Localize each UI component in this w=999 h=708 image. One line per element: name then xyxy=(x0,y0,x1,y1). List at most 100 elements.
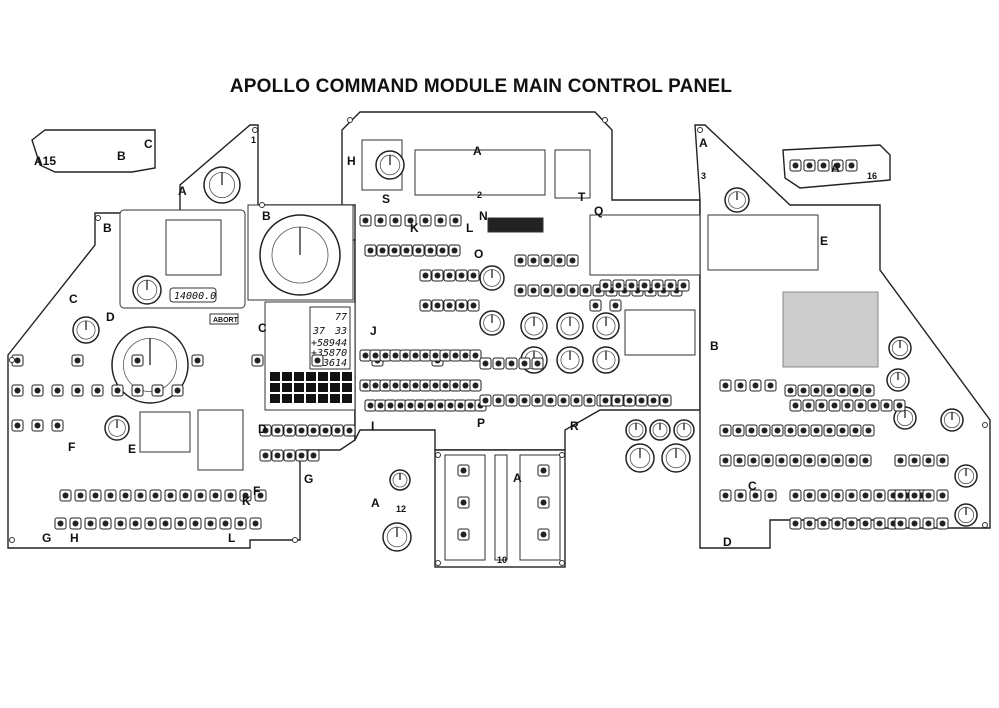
toggle-switch-knob[interactable] xyxy=(521,360,528,367)
toggle-switch-knob[interactable] xyxy=(422,217,429,224)
toggle-switch-knob[interactable] xyxy=(650,397,657,404)
toggle-switch-knob[interactable] xyxy=(806,162,813,169)
toggle-switch-knob[interactable] xyxy=(482,397,489,404)
toggle-switch-knob[interactable] xyxy=(377,217,384,224)
toggle-switch-knob[interactable] xyxy=(805,402,812,409)
toggle-switch-knob[interactable] xyxy=(417,402,424,409)
toggle-switch-knob[interactable] xyxy=(592,302,599,309)
toggle-switch-knob[interactable] xyxy=(286,427,293,434)
toggle-switch-knob[interactable] xyxy=(117,520,124,527)
toggle-switch-knob[interactable] xyxy=(638,397,645,404)
toggle-switch-knob[interactable] xyxy=(197,492,204,499)
toggle-switch-knob[interactable] xyxy=(722,457,729,464)
toggle-switch-knob[interactable] xyxy=(614,397,621,404)
toggle-switch-knob[interactable] xyxy=(132,520,139,527)
toggle-switch-knob[interactable] xyxy=(530,287,537,294)
dsky-key[interactable] xyxy=(318,394,328,403)
toggle-switch-knob[interactable] xyxy=(162,520,169,527)
toggle-switch-knob[interactable] xyxy=(876,520,883,527)
toggle-switch-knob[interactable] xyxy=(432,382,439,389)
toggle-switch-knob[interactable] xyxy=(14,387,21,394)
toggle-switch-knob[interactable] xyxy=(820,492,827,499)
toggle-switch-knob[interactable] xyxy=(800,387,807,394)
toggle-switch-knob[interactable] xyxy=(346,427,353,434)
dsky-key[interactable] xyxy=(342,372,352,381)
toggle-switch-knob[interactable] xyxy=(748,427,755,434)
toggle-switch-knob[interactable] xyxy=(34,422,41,429)
dsky-keypad[interactable] xyxy=(270,372,352,403)
toggle-switch-knob[interactable] xyxy=(72,520,79,527)
toggle-switch-knob[interactable] xyxy=(152,492,159,499)
dsky-key[interactable] xyxy=(330,372,340,381)
toggle-switch-knob[interactable] xyxy=(379,247,386,254)
toggle-switch-knob[interactable] xyxy=(857,402,864,409)
dsky-key[interactable] xyxy=(330,383,340,392)
toggle-switch-knob[interactable] xyxy=(750,457,757,464)
toggle-switch-knob[interactable] xyxy=(402,382,409,389)
toggle-switch-knob[interactable] xyxy=(222,520,229,527)
toggle-switch-knob[interactable] xyxy=(377,402,384,409)
toggle-switch-knob[interactable] xyxy=(792,402,799,409)
toggle-switch-knob[interactable] xyxy=(442,352,449,359)
toggle-switch-knob[interactable] xyxy=(207,520,214,527)
toggle-switch-knob[interactable] xyxy=(569,287,576,294)
toggle-switch-knob[interactable] xyxy=(820,457,827,464)
toggle-switch-knob[interactable] xyxy=(437,402,444,409)
switch-rows[interactable] xyxy=(11,159,949,541)
toggle-switch-knob[interactable] xyxy=(517,257,524,264)
toggle-switch-knob[interactable] xyxy=(367,402,374,409)
dsky-key[interactable] xyxy=(270,383,280,392)
toggle-switch-knob[interactable] xyxy=(452,382,459,389)
toggle-switch-knob[interactable] xyxy=(774,427,781,434)
toggle-switch-knob[interactable] xyxy=(865,387,872,394)
toggle-switch-knob[interactable] xyxy=(852,427,859,434)
toggle-switch-knob[interactable] xyxy=(862,492,869,499)
toggle-switch-knob[interactable] xyxy=(834,457,841,464)
toggle-switch-knob[interactable] xyxy=(434,302,441,309)
toggle-switch-knob[interactable] xyxy=(427,402,434,409)
toggle-switch-knob[interactable] xyxy=(77,492,84,499)
toggle-switch-knob[interactable] xyxy=(641,282,648,289)
toggle-switch-knob[interactable] xyxy=(422,272,429,279)
toggle-switch-knob[interactable] xyxy=(767,492,774,499)
dsky-key[interactable] xyxy=(270,372,280,381)
toggle-switch-knob[interactable] xyxy=(460,499,467,506)
toggle-switch-knob[interactable] xyxy=(54,422,61,429)
toggle-switch-knob[interactable] xyxy=(167,492,174,499)
toggle-switch-knob[interactable] xyxy=(865,427,872,434)
toggle-switch-knob[interactable] xyxy=(447,402,454,409)
toggle-switch-knob[interactable] xyxy=(460,467,467,474)
toggle-switch-knob[interactable] xyxy=(602,282,609,289)
dsky-key[interactable] xyxy=(318,383,328,392)
toggle-switch-knob[interactable] xyxy=(848,520,855,527)
toggle-switch-knob[interactable] xyxy=(114,387,121,394)
toggle-switch-knob[interactable] xyxy=(274,452,281,459)
toggle-switch-knob[interactable] xyxy=(752,382,759,389)
toggle-switch-knob[interactable] xyxy=(736,457,743,464)
toggle-switch-knob[interactable] xyxy=(573,397,580,404)
dsky-key[interactable] xyxy=(282,383,292,392)
toggle-switch-knob[interactable] xyxy=(402,352,409,359)
toggle-switch-knob[interactable] xyxy=(407,217,414,224)
toggle-switch-knob[interactable] xyxy=(457,402,464,409)
toggle-switch-knob[interactable] xyxy=(939,520,946,527)
toggle-switch-knob[interactable] xyxy=(848,457,855,464)
toggle-switch-knob[interactable] xyxy=(534,397,541,404)
toggle-switch-knob[interactable] xyxy=(896,402,903,409)
toggle-switch-knob[interactable] xyxy=(852,387,859,394)
toggle-switch-knob[interactable] xyxy=(818,402,825,409)
toggle-switch-knob[interactable] xyxy=(174,387,181,394)
toggle-switch-knob[interactable] xyxy=(844,402,851,409)
toggle-switch-knob[interactable] xyxy=(14,357,21,364)
toggle-switch-knob[interactable] xyxy=(439,247,446,254)
toggle-switch-knob[interactable] xyxy=(314,357,321,364)
toggle-switch-knob[interactable] xyxy=(397,402,404,409)
toggle-switch-knob[interactable] xyxy=(422,352,429,359)
toggle-switch-knob[interactable] xyxy=(74,357,81,364)
toggle-switch-knob[interactable] xyxy=(310,427,317,434)
toggle-switch-knob[interactable] xyxy=(870,402,877,409)
toggle-switch-knob[interactable] xyxy=(257,492,264,499)
toggle-switch-knob[interactable] xyxy=(820,520,827,527)
toggle-switch-knob[interactable] xyxy=(615,282,622,289)
toggle-switch-knob[interactable] xyxy=(831,402,838,409)
